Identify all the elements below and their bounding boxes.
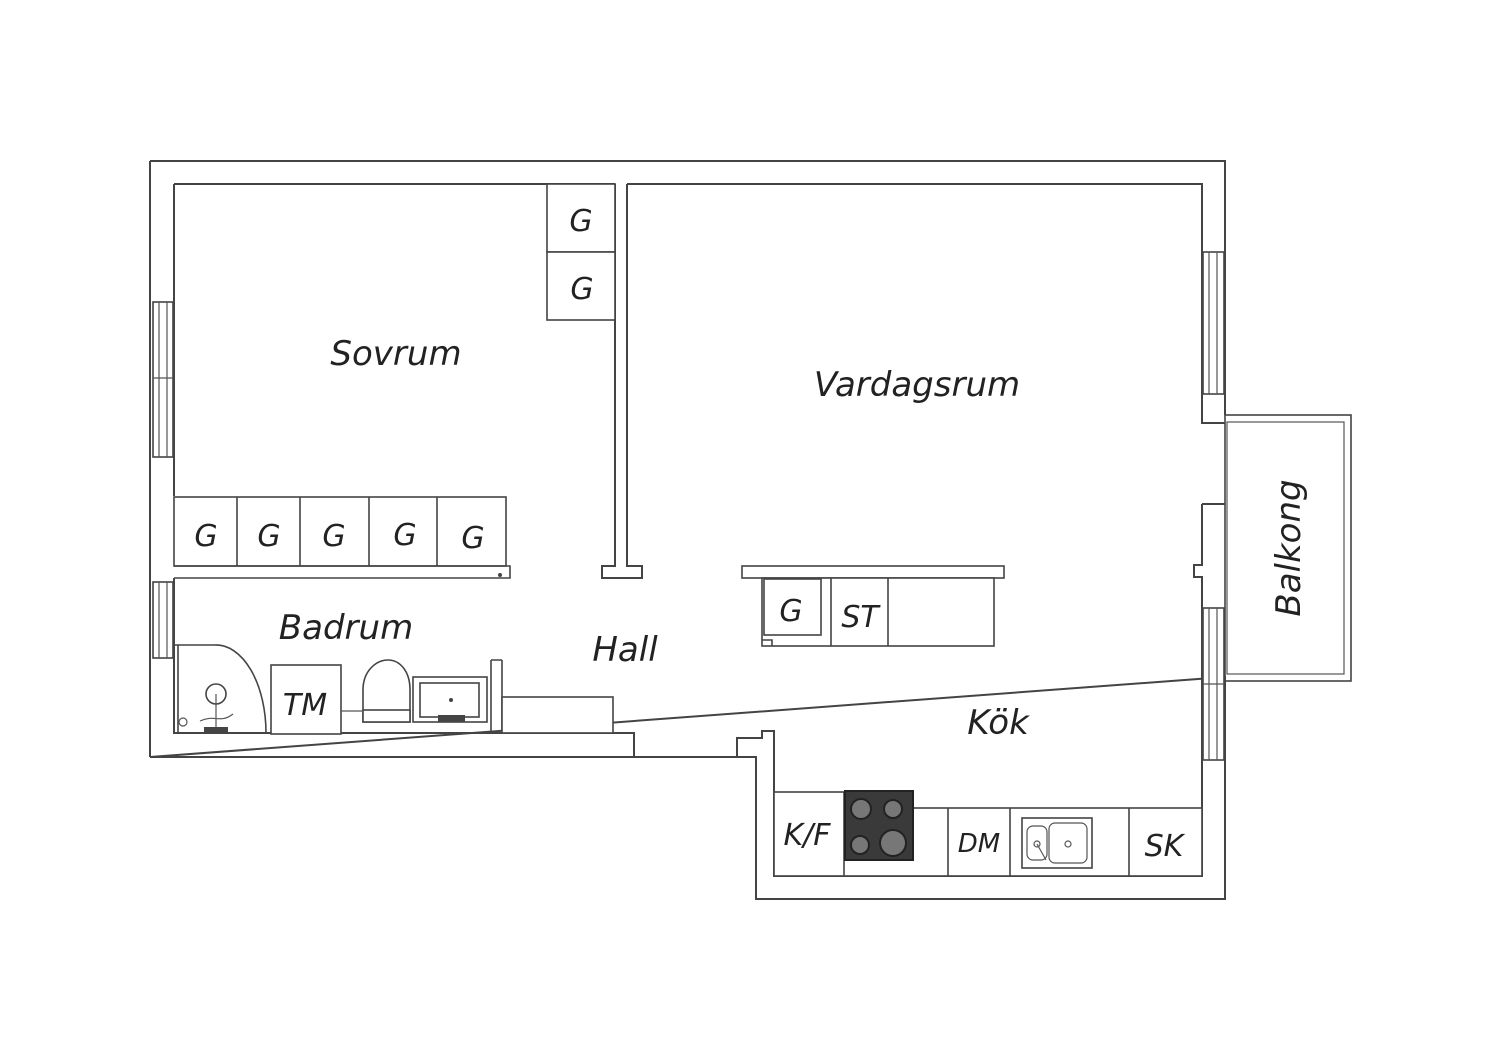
wardrobe-label: G xyxy=(461,521,484,556)
wardrobes-top xyxy=(546,183,616,321)
toilet xyxy=(341,659,411,723)
sink-cabinet xyxy=(412,676,488,723)
shower xyxy=(174,644,267,734)
room-label-vardagsrum: Vardagsrum xyxy=(814,365,1020,405)
balcony xyxy=(1224,414,1352,682)
room-label-kok: Kök xyxy=(967,703,1030,743)
wardrobe-label: G xyxy=(257,519,280,554)
wardrobe-label: G xyxy=(194,519,217,554)
wardrobe-label: G xyxy=(570,272,593,307)
wardrobe-label: G xyxy=(779,594,802,629)
windows xyxy=(152,251,1225,761)
kitchen-island xyxy=(741,565,1005,647)
fridge-freezer-label: K/F xyxy=(783,818,831,853)
kitchen-sink-icon xyxy=(1021,817,1093,869)
wardrobes-row xyxy=(173,496,511,579)
room-label-badrum: Badrum xyxy=(279,608,413,648)
washing-machine-label: TM xyxy=(283,688,327,723)
hall-bench xyxy=(490,659,614,734)
washing-machine xyxy=(270,664,342,735)
room-label-balkong: Balkong xyxy=(1269,479,1309,616)
cabinet-label: SK xyxy=(1145,829,1186,864)
storage-label: ST xyxy=(841,600,881,635)
wardrobe-label: G xyxy=(393,518,416,553)
outer-walls xyxy=(149,160,1226,900)
room-label-sovrum: Sovrum xyxy=(330,334,461,374)
dishwasher-label: DM xyxy=(958,829,1000,859)
room-label-hall: Hall xyxy=(592,630,658,670)
wardrobe-label: G xyxy=(569,204,592,239)
wardrobe-label: G xyxy=(322,519,345,554)
kitchen-counter xyxy=(773,790,1203,877)
